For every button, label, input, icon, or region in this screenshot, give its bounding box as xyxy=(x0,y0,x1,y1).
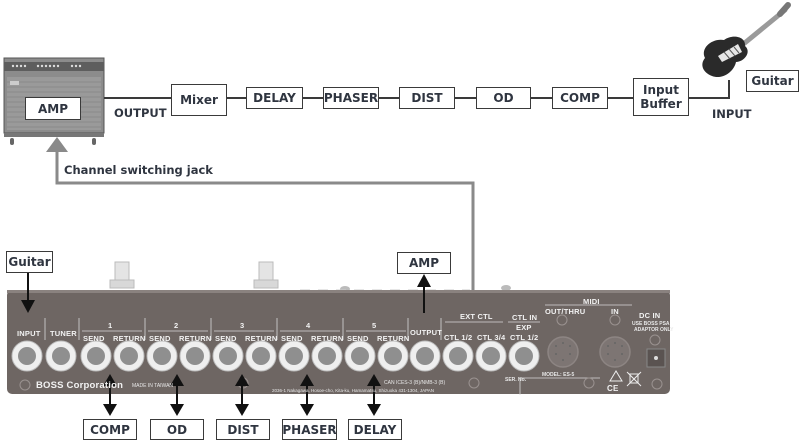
es5-rear-panel xyxy=(7,290,670,394)
midi-in-connector xyxy=(599,314,631,368)
ctl-in-header: CTL IN xyxy=(512,313,538,322)
input-buffer-line1: Input xyxy=(643,83,679,97)
weee-icon xyxy=(626,371,642,387)
dc-note-line1: USE BOSS PSA xyxy=(632,321,670,327)
jack-label-return: RETURN xyxy=(377,334,410,343)
effect-box-dist: DIST xyxy=(399,87,455,109)
jack-hole xyxy=(87,347,105,365)
cable-line xyxy=(227,97,247,99)
cable-line xyxy=(608,97,633,99)
guitar-label-box: Guitar xyxy=(746,70,799,92)
midi-out-thru-connector xyxy=(547,314,579,368)
effect-box-comp: COMP xyxy=(552,87,608,109)
footswitch-icon xyxy=(253,261,279,289)
cable-line xyxy=(303,97,325,99)
jack-hole xyxy=(285,347,303,365)
midi-out-thru-label: OUT/THRU xyxy=(545,307,586,316)
jack-hole xyxy=(252,347,270,365)
made-in-text: MADE IN TAIWAN xyxy=(132,383,174,389)
cable-line xyxy=(104,97,174,99)
jack-label-send: SEND xyxy=(347,334,369,343)
cable-line xyxy=(455,97,477,99)
jack-hole xyxy=(351,347,369,365)
jack-label-tuner: TUNER xyxy=(50,329,77,338)
jack-label-return: RETURN xyxy=(311,334,344,343)
up-arrow-icon xyxy=(417,274,431,287)
jack-hole xyxy=(416,347,434,365)
guitar-icon xyxy=(702,2,791,78)
jack-label-send: SEND xyxy=(83,334,105,343)
loop3-assign-dist: DIST xyxy=(216,419,270,440)
compliance-text: CAN ICES-3 (B)/NMB-3 (B) xyxy=(384,380,446,386)
jack-sockets xyxy=(11,340,540,372)
jack-label-send: SEND xyxy=(215,334,237,343)
dc-in-label: DC IN xyxy=(639,311,661,320)
cable-line xyxy=(379,97,400,99)
cable-line xyxy=(531,97,553,99)
jack-label-output: OUTPUT xyxy=(410,328,443,337)
midi-header: MIDI xyxy=(583,297,600,306)
jack-label-input: INPUT xyxy=(17,329,41,338)
amp-callout-box: AMP xyxy=(397,252,451,274)
jack-label-ctl12: CTL 1/2 xyxy=(444,333,473,342)
loop-number-3: 3 xyxy=(240,321,245,330)
loop4-assign-phaser: PHASER xyxy=(282,419,337,440)
jack-label-return: RETURN xyxy=(245,334,278,343)
amp-output-label: OUTPUT xyxy=(114,106,167,120)
jack-hole xyxy=(52,347,70,365)
bidirectional-arrow-icon xyxy=(170,374,184,416)
loop1-assign-comp: COMP xyxy=(83,419,137,440)
jack-hole xyxy=(449,347,467,365)
guitar-input-label: INPUT xyxy=(712,107,752,121)
cable-line xyxy=(689,97,730,99)
brand-text: BOSS Corporation xyxy=(36,380,124,391)
jack-hole xyxy=(482,347,500,365)
jack-label-return: RETURN xyxy=(113,334,146,343)
down-arrow-icon xyxy=(21,300,35,313)
input-buffer-box: Input Buffer xyxy=(633,78,689,116)
jack-hole xyxy=(120,347,138,365)
jack-label-send: SEND xyxy=(149,334,171,343)
warning-icon xyxy=(609,370,623,382)
model-label: MODEL: ES-5 xyxy=(542,372,575,378)
jack-hole xyxy=(186,347,204,365)
amp-label-box: AMP xyxy=(25,97,81,120)
ce-mark: CE xyxy=(607,384,619,393)
jack-label-ctl-in-12: CTL 1/2 xyxy=(510,333,539,342)
jack-hole xyxy=(153,347,171,365)
channel-switching-jack-label: Channel switching jack xyxy=(64,163,213,177)
jack-hole xyxy=(384,347,402,365)
jack-hole xyxy=(318,347,336,365)
effect-box-mixer: Mixer xyxy=(171,84,227,116)
jack-label-ctl34: CTL 3/4 xyxy=(477,333,506,342)
effect-box-phaser: PHASER xyxy=(323,87,379,109)
ext-ctl-header: EXT CTL xyxy=(460,312,493,321)
effect-box-od: OD xyxy=(476,87,531,109)
exp-label: EXP xyxy=(516,323,532,332)
address-text: 2036-1 Nakagawa, Hosoe-cho, Kita-ku, Ham… xyxy=(272,388,435,393)
loop-number-1: 1 xyxy=(108,321,113,330)
guitar-callout-box: Guitar xyxy=(6,251,53,273)
bidirectional-arrow-icon xyxy=(367,374,381,416)
jack-hole xyxy=(515,347,533,365)
effect-box-delay: DELAY xyxy=(246,87,303,109)
jack-hole xyxy=(18,347,36,365)
loop-number-5: 5 xyxy=(372,321,377,330)
footswitch-icon xyxy=(109,261,135,289)
loop2-assign-od: OD xyxy=(150,419,204,440)
dc-note-line2: ADAPTOR ONLY xyxy=(634,327,674,333)
bidirectional-arrow-icon xyxy=(235,374,249,416)
midi-in-label: IN xyxy=(611,307,619,316)
serial-label: SER. No. xyxy=(505,377,527,383)
jack-hole xyxy=(219,347,237,365)
bidirectional-arrow-icon xyxy=(300,374,314,416)
up-arrow-icon xyxy=(46,137,68,152)
bidirectional-arrow-icon xyxy=(103,374,117,416)
loop5-assign-delay: DELAY xyxy=(348,419,402,440)
loop-number-4: 4 xyxy=(306,321,311,330)
input-buffer-line2: Buffer xyxy=(640,97,682,111)
jack-label-send: SEND xyxy=(281,334,303,343)
jack-label-return: RETURN xyxy=(179,334,212,343)
loop-number-2: 2 xyxy=(174,321,179,330)
